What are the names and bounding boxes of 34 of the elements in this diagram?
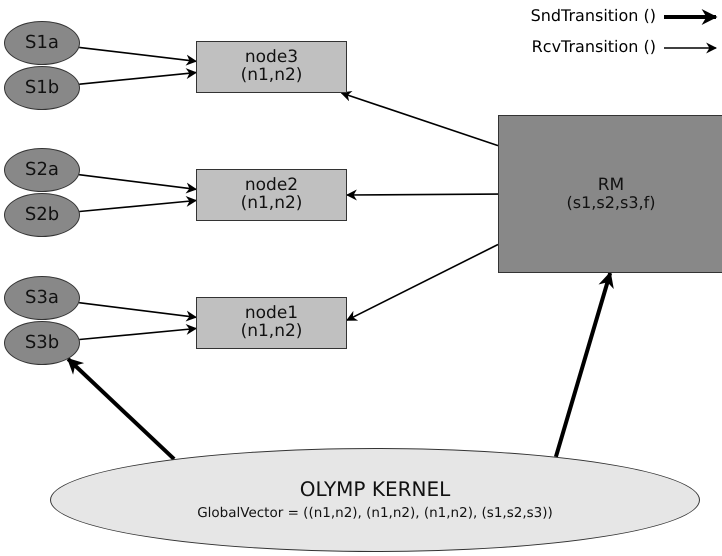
node-title: node1 [244, 305, 298, 323]
arrow [79, 302, 198, 322]
node-title: S3a [25, 288, 59, 308]
node-subtitle: (n1,n2) [240, 67, 302, 85]
process-box [196, 169, 347, 221]
node-subtitle: (n1,n2) [240, 323, 302, 341]
node-subtitle: GlobalVector = ((n1,n2), (n1,n2), (n1,n2), (s1,s2,s3)) [197, 506, 553, 521]
node-subtitle: (s1,s2,s3,f) [566, 194, 656, 212]
state-ellipse [4, 321, 80, 365]
process-box [196, 41, 347, 93]
process-box [196, 297, 347, 349]
resource-manager-box [498, 115, 722, 273]
node-title: node3 [244, 49, 298, 67]
legend-text: RcvTransition () [532, 37, 656, 56]
node-title: S1b [24, 78, 60, 98]
node-title: S3b [24, 334, 60, 352]
node-title: node2 [244, 177, 298, 195]
node-subtitle: (n1,n2) [240, 195, 302, 213]
node-title: S2b [24, 206, 60, 224]
arrow [554, 271, 614, 458]
node-title: OLYMP KERNEL [300, 479, 450, 500]
arrow [346, 189, 498, 200]
arrow [79, 324, 198, 340]
arrow [66, 358, 176, 461]
node-title: RM [598, 176, 624, 195]
node-title: S1a [25, 34, 59, 52]
arrow [79, 196, 198, 212]
arrow [79, 68, 198, 85]
arrow [79, 46, 198, 66]
node-title: S2a [25, 160, 59, 180]
arrow [340, 90, 498, 146]
legend-text: SndTransition () [530, 6, 656, 25]
arrow [79, 174, 198, 194]
arrow [346, 244, 498, 321]
